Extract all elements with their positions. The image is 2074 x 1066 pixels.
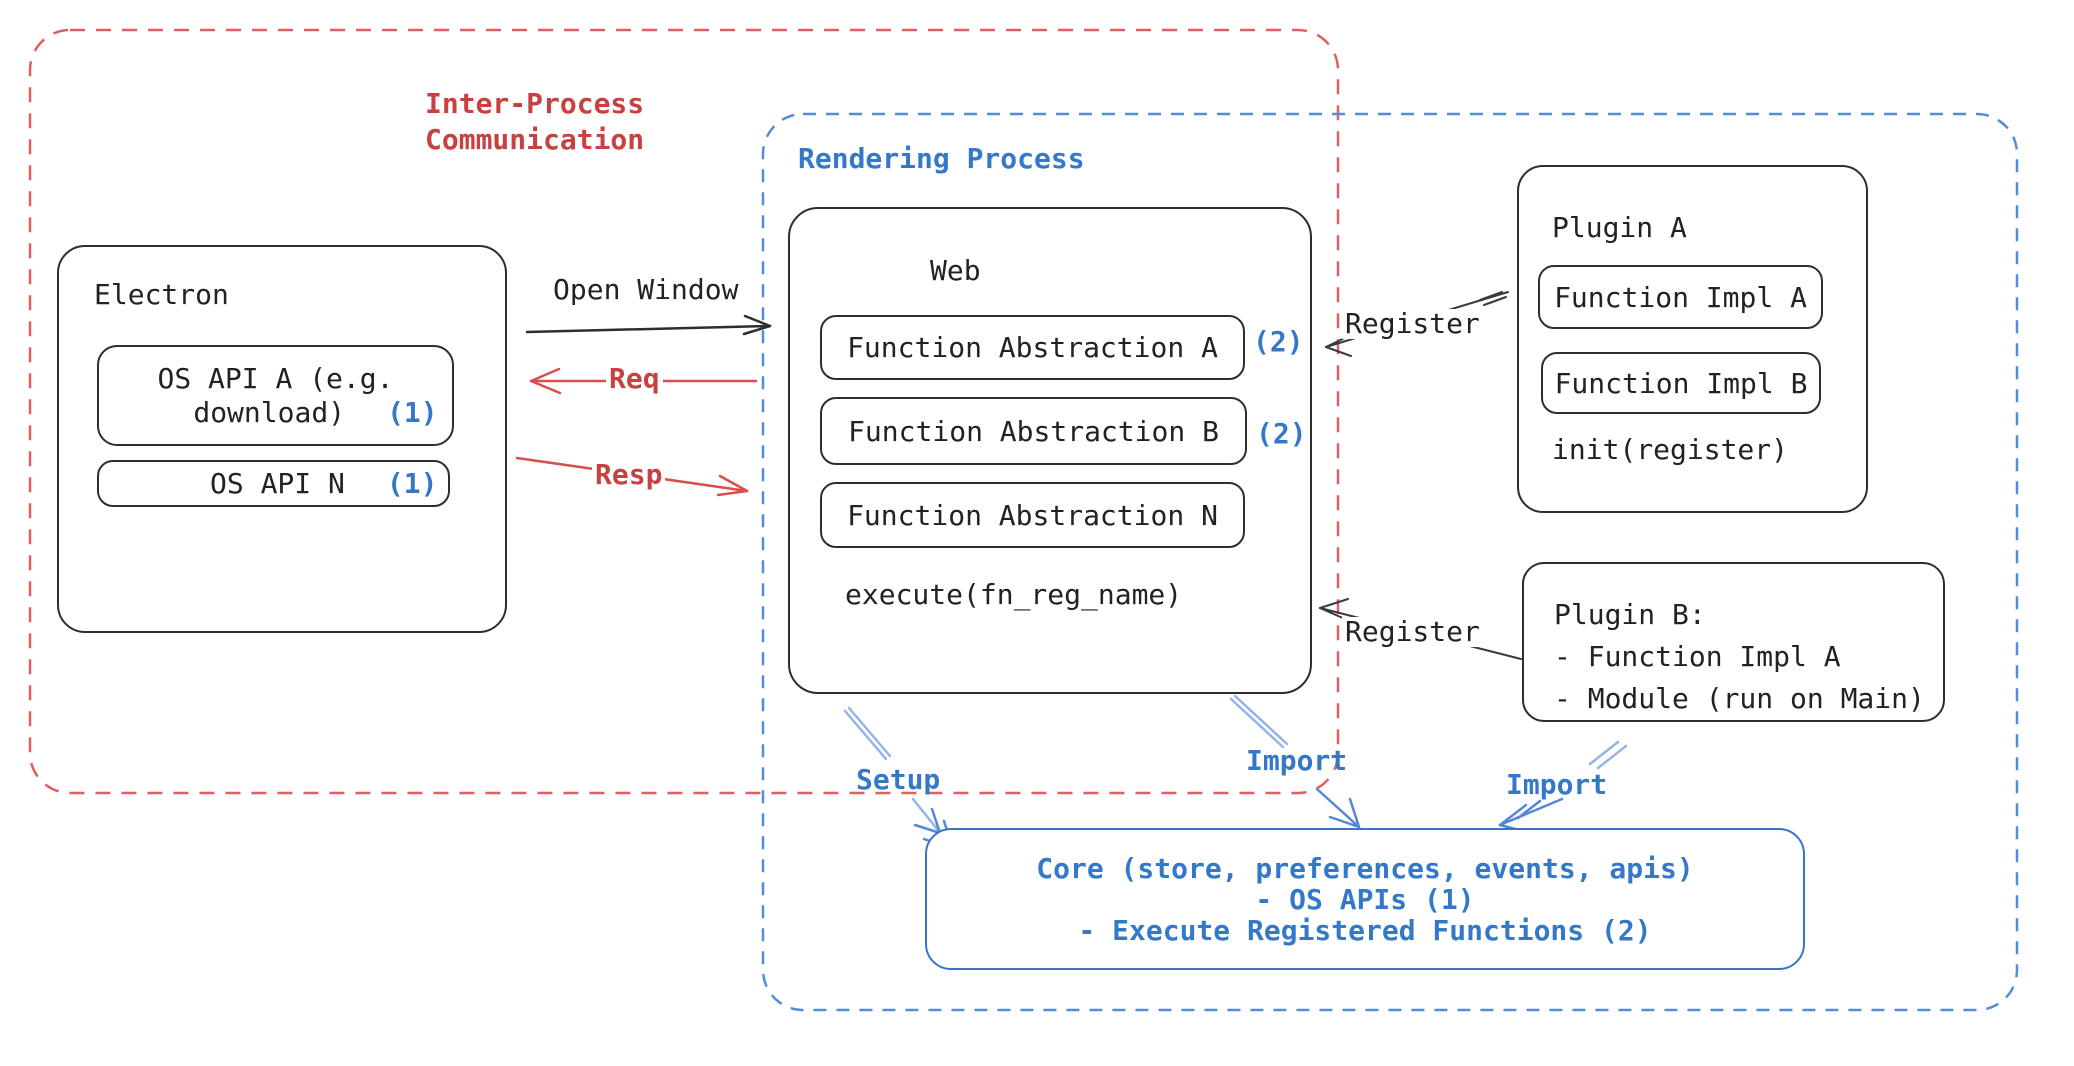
plugin-b-line1: Plugin B: (1554, 598, 1706, 631)
os-api-n-badge: (1) (386, 467, 438, 500)
function-abstraction-a-badge: (2) (1253, 325, 1304, 358)
import-web-arrow (1229, 694, 1361, 829)
plugin-b-line2: - Function Impl A (1554, 640, 1841, 673)
os-api-n-box: OS API N (1) (97, 460, 450, 507)
req-label: Req (606, 364, 663, 394)
os-api-a-box: OS API A (e.g. download) (1) (97, 345, 454, 446)
function-impl-b-box: Function Impl B (1541, 352, 1821, 414)
import-plugin-arrow (1498, 740, 1628, 833)
core-line1: Core (store, preferences, events, apis) (1036, 851, 1694, 885)
electron-title: Electron (94, 278, 229, 311)
execute-label: execute(fn_reg_name) (845, 578, 1183, 611)
ipc-region-label: Inter-Process Communication (425, 86, 644, 158)
ipc-label-line2: Communication (425, 123, 645, 156)
register-top-label: Register (1342, 309, 1483, 339)
open-window-label: Open Window (553, 273, 739, 306)
init-register-label: init(register) (1552, 433, 1789, 466)
function-abstraction-b-badge: (2) (1256, 417, 1307, 450)
plugin-a-box (1517, 165, 1868, 513)
function-abstraction-b-box: Function Abstraction B (820, 397, 1247, 465)
resp-label: Resp (592, 460, 666, 490)
ipc-label-line1: Inter-Process (425, 87, 645, 120)
web-title: Web (930, 254, 981, 287)
plugin-b-box: Plugin B: - Function Impl A - Module (ru… (1522, 562, 1945, 722)
function-abstraction-n-box: Function Abstraction N (820, 482, 1245, 548)
os-api-a-line2: download) (1) (113, 396, 437, 430)
import-web-label: Import (1246, 744, 1348, 777)
rendering-region-border (761, 112, 2019, 1012)
core-box: Core (store, preferences, events, apis) … (925, 828, 1805, 970)
open-window-arrow (525, 314, 772, 336)
rendering-region-label: Rendering Process (798, 142, 1085, 175)
plugin-a-title: Plugin A (1552, 211, 1687, 244)
ipc-region-border (28, 28, 1340, 795)
core-line2: - OS APIs (1) (1255, 882, 1475, 916)
plugin-b-line3: - Module (run on Main) (1554, 682, 1925, 715)
core-line3: - Execute Registered Functions (2) (1078, 913, 1652, 947)
register-bottom-label: Register (1342, 617, 1483, 647)
setup-label: Setup (856, 763, 941, 796)
os-api-a-line1: OS API A (e.g. (157, 361, 394, 395)
os-api-a-badge: (1) (387, 395, 438, 429)
function-impl-a-box: Function Impl A (1538, 265, 1823, 329)
function-abstraction-a-box: Function Abstraction A (820, 315, 1245, 380)
os-api-n-label: OS API N (210, 467, 345, 500)
os-api-a-line2-text: download) (193, 395, 346, 429)
import-plugin-label: Import (1506, 768, 1608, 801)
